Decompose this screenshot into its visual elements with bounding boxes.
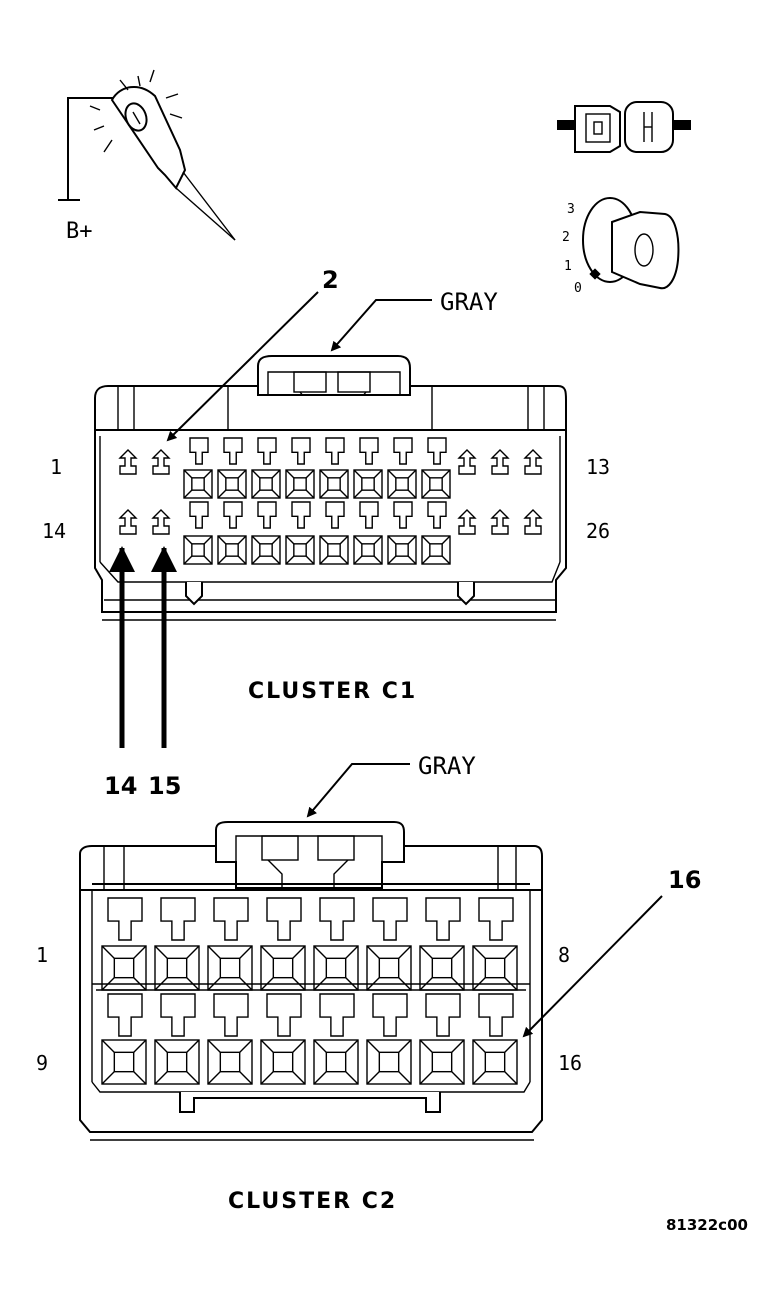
c1-row2-right: 26 bbox=[586, 519, 610, 543]
terminal-latch bbox=[372, 993, 408, 1037]
terminal-latch bbox=[291, 501, 311, 529]
figure-id: 81322c00 bbox=[666, 1216, 748, 1234]
terminal-cavity bbox=[207, 1039, 253, 1085]
key-position-0: 0 bbox=[574, 281, 582, 296]
terminal-latch bbox=[393, 501, 413, 529]
terminal-latch bbox=[393, 437, 413, 465]
c1-color-label: GRAY bbox=[440, 288, 498, 316]
terminal-latch bbox=[372, 897, 408, 941]
terminal-cavity bbox=[387, 535, 417, 565]
terminal-latch bbox=[223, 437, 243, 465]
terminal-cavity bbox=[101, 945, 147, 991]
c2-row1-right: 8 bbox=[558, 943, 570, 967]
terminal-cavity bbox=[421, 469, 451, 499]
c1-title: CLUSTER C1 bbox=[248, 679, 417, 704]
terminal-cavity bbox=[260, 1039, 306, 1085]
terminal-latch bbox=[325, 437, 345, 465]
terminal-latch bbox=[319, 897, 355, 941]
terminal-latch bbox=[266, 897, 302, 941]
c1-row2-left: 14 bbox=[42, 519, 66, 543]
terminal-cavity bbox=[217, 535, 247, 565]
c2-color-label: GRAY bbox=[418, 752, 476, 780]
b-plus-label: B+ bbox=[66, 219, 93, 244]
connector-c2 bbox=[79, 821, 543, 1141]
terminal-cavity bbox=[472, 1039, 518, 1085]
terminal-latch bbox=[189, 501, 209, 529]
terminal-cavity bbox=[313, 945, 359, 991]
terminal-latch bbox=[425, 993, 461, 1037]
terminal-latch bbox=[478, 897, 514, 941]
key-position-3: 3 bbox=[567, 202, 575, 217]
terminal-cavity bbox=[353, 469, 383, 499]
terminal-cavity bbox=[183, 469, 213, 499]
terminal-latch bbox=[107, 993, 143, 1037]
terminal-cavity bbox=[472, 945, 518, 991]
c1-callout-14: 14 bbox=[104, 772, 137, 800]
terminal-latch bbox=[107, 897, 143, 941]
terminal-cavity bbox=[154, 945, 200, 991]
terminal-latch bbox=[189, 437, 209, 465]
terminal-cavity bbox=[285, 469, 315, 499]
c2-title: CLUSTER C2 bbox=[228, 1189, 397, 1214]
terminal-cavity bbox=[419, 945, 465, 991]
terminal-cavity bbox=[154, 1039, 200, 1085]
terminal-cavity bbox=[183, 535, 213, 565]
terminal-latch bbox=[359, 437, 379, 465]
c1-row1-left: 1 bbox=[50, 455, 62, 479]
terminal-cavity bbox=[421, 535, 451, 565]
terminal-cavity bbox=[366, 945, 412, 991]
terminal-cavity bbox=[419, 1039, 465, 1085]
terminal-latch bbox=[325, 501, 345, 529]
c1-row1-right: 13 bbox=[586, 455, 610, 479]
c2-row1-left: 1 bbox=[36, 943, 48, 967]
terminal-cavity bbox=[207, 945, 253, 991]
c2-callout-16: 16 bbox=[668, 866, 701, 894]
terminal-latch bbox=[319, 993, 355, 1037]
terminal-latch bbox=[160, 897, 196, 941]
c2-row2-right: 16 bbox=[558, 1051, 582, 1075]
terminal-latch bbox=[257, 437, 277, 465]
terminal-latch bbox=[359, 501, 379, 529]
terminal-latch bbox=[427, 437, 447, 465]
terminal-cavity bbox=[353, 535, 383, 565]
terminal-latch bbox=[266, 993, 302, 1037]
terminal-cavity bbox=[319, 535, 349, 565]
terminal-cavity bbox=[387, 469, 417, 499]
terminal-cavity bbox=[366, 1039, 412, 1085]
terminal-cavity bbox=[217, 469, 247, 499]
terminal-cavity bbox=[260, 945, 306, 991]
c2-row2-left: 9 bbox=[36, 1051, 48, 1075]
terminal-cavity bbox=[319, 469, 349, 499]
terminal-cavity bbox=[101, 1039, 147, 1085]
terminal-latch bbox=[425, 897, 461, 941]
terminal-latch bbox=[478, 993, 514, 1037]
terminal-cavity bbox=[285, 535, 315, 565]
test-light-icon bbox=[58, 69, 236, 241]
terminal-latch bbox=[427, 501, 447, 529]
ignition-key-icon bbox=[582, 197, 680, 290]
key-position-2: 2 bbox=[562, 230, 570, 245]
connector-pair-icon bbox=[557, 101, 691, 153]
key-position-1: 1 bbox=[564, 259, 572, 274]
c1-callout-15: 15 bbox=[148, 772, 181, 800]
terminal-cavity bbox=[251, 469, 281, 499]
terminal-latch bbox=[213, 993, 249, 1037]
terminal-latch bbox=[257, 501, 277, 529]
terminal-latch bbox=[291, 437, 311, 465]
terminal-cavity bbox=[251, 535, 281, 565]
terminal-latch bbox=[160, 993, 196, 1037]
terminal-latch bbox=[213, 897, 249, 941]
terminal-latch bbox=[223, 501, 243, 529]
c1-callout-2: 2 bbox=[322, 266, 339, 294]
terminal-cavity bbox=[313, 1039, 359, 1085]
connector-c1 bbox=[94, 355, 567, 621]
